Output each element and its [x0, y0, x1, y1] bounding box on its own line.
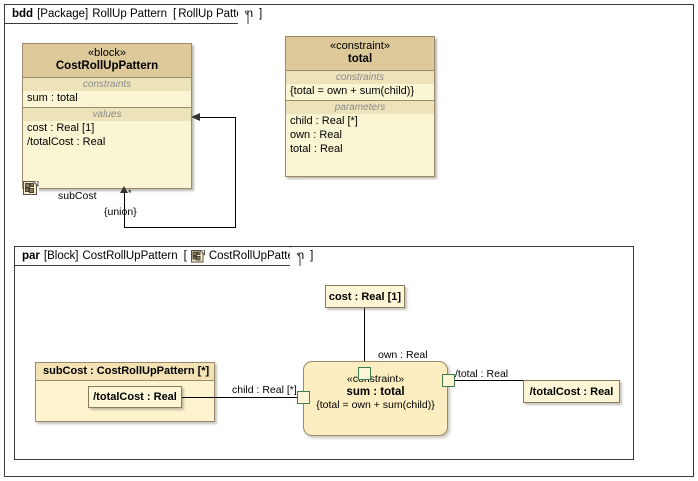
- connector-cost-to-own: [364, 308, 365, 368]
- block-values-compartment: values cost : Real [1] /totalCost : Real: [23, 108, 191, 191]
- association-line-bottom: [124, 227, 236, 228]
- connector-label-total: /total : Real: [455, 368, 509, 380]
- par-frame-fold: [290, 246, 301, 266]
- block-value-item-total-cost: /totalCost : Real: [27, 136, 106, 148]
- constraint-property-expression: {total = own + sum(child)}: [316, 399, 435, 411]
- block-constraints-title: constraints: [23, 78, 191, 91]
- association-end-name: subCost: [58, 190, 97, 202]
- par-frame-label: par [Block] CostRollUpPattern [ CostRoll…: [15, 246, 313, 266]
- constraint-block-header: «constraint» total: [286, 37, 434, 71]
- bdd-frame-fold: [238, 4, 249, 24]
- block-header: «block» CostRollUpPattern: [23, 44, 191, 78]
- association-multiplicity: *: [128, 188, 132, 198]
- bdd-frame-diagram-name: RollUp Pattern: [178, 8, 254, 20]
- connector-label-child: child : Real [*]: [232, 384, 297, 396]
- association-line-left: [124, 190, 125, 228]
- constraint-parameter-total: total : Real: [290, 143, 343, 155]
- block-stereotype: «block»: [88, 47, 126, 59]
- own-parameter-port[interactable]: [358, 367, 371, 380]
- block-cost-roll-up-pattern[interactable]: «block» CostRollUpPattern constraints su…: [22, 43, 192, 189]
- association-union-modifier: {union}: [104, 206, 137, 218]
- constraint-block-constraints-compartment: constraints {total = own + sum(child)}: [286, 71, 434, 101]
- value-property-cost[interactable]: cost : Real [1]: [325, 285, 405, 308]
- par-frame-close-bracket: ]: [310, 250, 314, 262]
- value-property-total-cost[interactable]: /totalCost : Real: [523, 380, 620, 403]
- block-name: CostRollUpPattern: [55, 60, 159, 72]
- constraint-property-name: sum : total: [346, 386, 405, 398]
- connector-total-to-totalcost: [455, 380, 523, 381]
- par-frame-meta: [Block]: [43, 250, 79, 262]
- constraint-block-expression: {total = own + sum(child)}: [290, 85, 415, 97]
- block-value-item-cost: cost : Real [1]: [27, 122, 95, 134]
- par-frame-diagram-name: CostRollUpPattern: [208, 250, 305, 262]
- part-subcost-header: subCost : CostRollUpPattern [*]: [36, 363, 214, 381]
- constraint-block-parameters-title: parameters: [286, 101, 434, 114]
- bdd-frame-close-bracket: ]: [259, 8, 263, 20]
- constraint-block-name: total: [347, 53, 373, 65]
- association-arrowhead-union: [120, 186, 128, 193]
- par-frame-kind: par: [22, 250, 40, 262]
- parametric-diagram-icon-small: [190, 249, 205, 263]
- par-frame-name: CostRollUpPattern: [82, 250, 178, 262]
- association-line-top: [200, 117, 235, 118]
- block-values-title: values: [23, 108, 191, 121]
- association-arrowhead: [191, 113, 200, 121]
- bdd-frame-meta: [Package]: [37, 8, 89, 20]
- constraint-block-constraints-title: constraints: [286, 71, 434, 84]
- total-parameter-port[interactable]: [442, 374, 455, 387]
- par-frame-open-bracket: [: [183, 250, 187, 262]
- constraint-property-sum[interactable]: «constraint» sum : total {total = own + …: [303, 361, 448, 436]
- bdd-frame-name: RollUp Pattern: [92, 8, 168, 20]
- block-constraint-item: sum : total: [27, 92, 78, 104]
- connector-label-own: own : Real: [378, 349, 428, 361]
- value-property-subcost-total-cost[interactable]: /totalCost : Real: [88, 386, 182, 408]
- constraint-block-total[interactable]: «constraint» total constraints {total = …: [285, 36, 435, 177]
- association-line-right: [235, 117, 236, 227]
- parametric-diagram-icon[interactable]: [23, 180, 39, 196]
- connector-subcost-to-child: [182, 397, 303, 398]
- child-parameter-port[interactable]: [297, 391, 310, 404]
- block-constraints-compartment: constraints sum : total: [23, 78, 191, 108]
- constraint-parameter-own: own : Real: [290, 129, 342, 141]
- bdd-frame-label: bdd [Package] RollUp Pattern [ RollUp Pa…: [5, 4, 262, 24]
- constraint-block-stereotype: «constraint»: [330, 40, 390, 52]
- bdd-frame-open-bracket: [: [173, 8, 177, 20]
- constraint-block-parameters-compartment: parameters child : Real [*] own : Real t…: [286, 101, 434, 167]
- constraint-property-stereotype: «constraint»: [346, 373, 405, 385]
- part-subcost[interactable]: subCost : CostRollUpPattern [*]: [35, 362, 215, 422]
- bdd-frame-kind: bdd: [12, 8, 34, 20]
- constraint-parameter-child: child : Real [*]: [290, 115, 358, 127]
